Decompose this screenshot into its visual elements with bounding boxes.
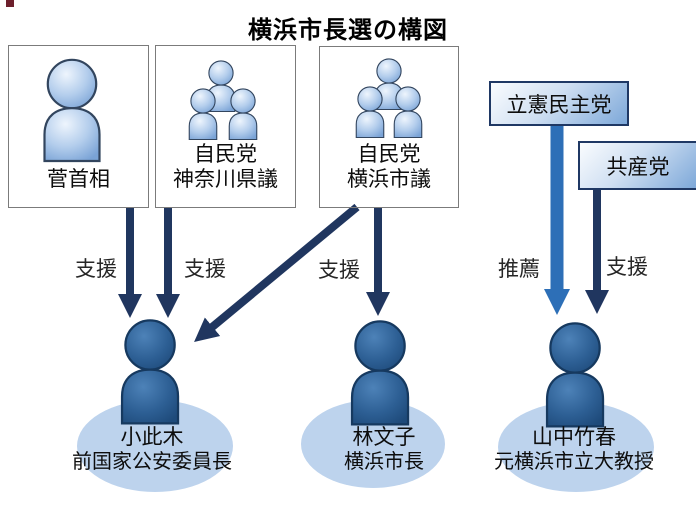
supporter-label: 自民党 神奈川県議 <box>156 142 295 192</box>
arrow-label-support: 支援 <box>184 258 226 281</box>
arrow-label-support: 支援 <box>318 259 360 282</box>
party-box-jcp: 共産党 <box>578 141 696 190</box>
arrow-label-support: 支援 <box>606 256 648 279</box>
candidate-name: 林文子 <box>352 426 416 449</box>
arrow-label-recommend: 推薦 <box>498 258 540 281</box>
supporter-box-ldp-yokohama: 自民党 横浜市議 <box>319 46 459 208</box>
arrow-label-support: 支援 <box>75 258 117 281</box>
candidate-person-icon <box>350 320 410 426</box>
screenshot-artifact <box>6 0 14 7</box>
candidate-title: 前国家公安委員長 <box>72 451 232 473</box>
candidate-yamanaka: 山中竹春 元横浜市立大教授 <box>494 425 654 475</box>
candidate-hayashi: 林文子 横浜市長 <box>344 425 424 475</box>
candidate-name: 小此木 <box>120 426 184 449</box>
supporter-box-ldp-kanagawa: 自民党 神奈川県議 <box>155 45 296 208</box>
party-label: 立憲民主党 <box>506 93 612 117</box>
candidate-name: 山中竹春 <box>532 426 616 449</box>
candidate-person-icon <box>545 322 605 428</box>
stage-ellipse-yamanaka <box>498 402 654 492</box>
supporter-label: 自民党 横浜市議 <box>320 142 458 192</box>
stage-ellipse-okonogi <box>77 400 233 492</box>
supporter-label-line2: 横浜市議 <box>347 168 431 191</box>
party-box-cdp: 立憲民主党 <box>489 81 629 126</box>
supporter-label: 菅首相 <box>9 167 148 192</box>
candidate-title: 横浜市長 <box>344 451 424 473</box>
diagram-title: 横浜市長選の構図 <box>248 17 448 44</box>
supporter-label-line1: 菅首相 <box>47 168 110 191</box>
support-arrow-yokohama-okonogi <box>194 203 360 343</box>
supporter-box-suga: 菅首相 <box>8 45 149 208</box>
candidate-person-icon <box>120 319 180 425</box>
party-label: 共産党 <box>606 155 670 179</box>
supporter-label-line1: 自民党 <box>194 143 257 166</box>
supporter-label-line1: 自民党 <box>357 143 421 166</box>
supporter-label-line2: 神奈川県議 <box>173 168 278 191</box>
candidate-title: 元横浜市立大教授 <box>494 451 654 473</box>
candidate-okonogi: 小此木 前国家公安委員長 <box>72 425 232 475</box>
